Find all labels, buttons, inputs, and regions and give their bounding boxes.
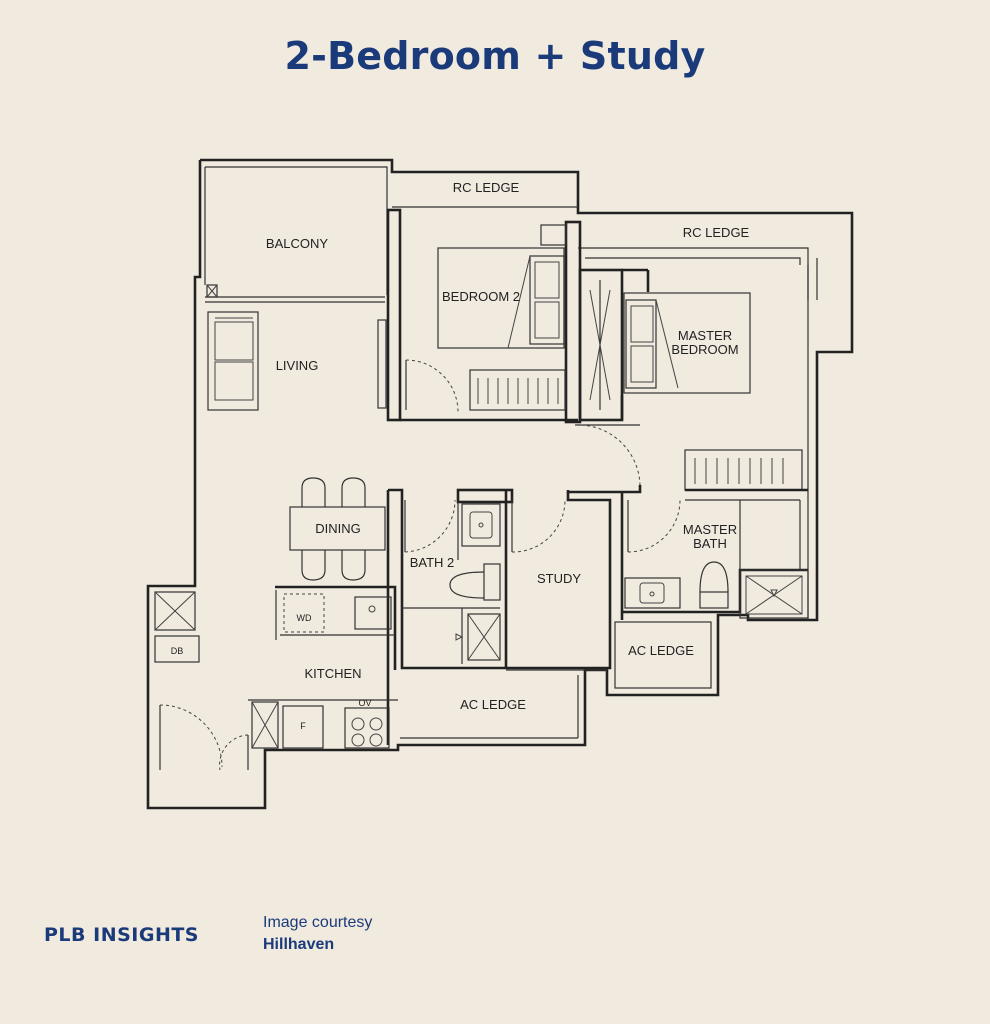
label-ac-ledge-right: AC LEDGE bbox=[628, 643, 694, 658]
image-source: Hillhaven bbox=[263, 936, 335, 953]
master-bedroom-walls bbox=[578, 265, 809, 620]
bath-2-walls bbox=[386, 488, 514, 745]
bath-2-door bbox=[404, 499, 456, 553]
kitchen-store-cabinet bbox=[251, 701, 279, 749]
living-sofa bbox=[207, 311, 259, 411]
master-bath-toilet bbox=[699, 561, 729, 609]
bedroom-2-wardrobe bbox=[469, 369, 566, 411]
master-bath-basin bbox=[624, 577, 681, 609]
kitchen-walls bbox=[248, 585, 398, 701]
bath-2-basin bbox=[461, 503, 501, 547]
label-bedroom-2: BEDROOM 2 bbox=[442, 289, 520, 304]
label-living: LIVING bbox=[276, 358, 319, 373]
label-master-bedroom-line1: MASTER bbox=[678, 328, 732, 343]
label-master-bedroom-line2: BEDROOM bbox=[671, 342, 738, 357]
master-bed bbox=[623, 292, 751, 394]
image-courtesy-label: Image courtesy bbox=[263, 914, 373, 931]
study-walls bbox=[506, 492, 612, 671]
rc-ledge-right bbox=[578, 247, 818, 300]
kitchen-sink bbox=[354, 596, 392, 630]
label-kitchen: KITCHEN bbox=[304, 666, 361, 681]
kitchen-oven bbox=[344, 707, 390, 749]
master-bath-shower bbox=[739, 569, 809, 619]
ac-ledge-bottom bbox=[400, 675, 579, 739]
living-tv-console bbox=[377, 319, 387, 409]
label-master-bath-line2: BATH bbox=[693, 536, 727, 551]
kitchen-fridge bbox=[282, 705, 324, 749]
distribution-board bbox=[154, 635, 200, 663]
label-dining: DINING bbox=[315, 521, 361, 536]
balcony-sliding-door bbox=[205, 284, 385, 303]
master-bedroom-door bbox=[574, 424, 641, 489]
master-wardrobe bbox=[684, 449, 803, 491]
label-distribution-board: DB bbox=[171, 646, 184, 656]
bedroom-2-walls bbox=[386, 208, 582, 424]
master-bath-door bbox=[627, 499, 681, 553]
label-study: STUDY bbox=[537, 571, 581, 586]
label-balcony: BALCONY bbox=[266, 236, 328, 251]
bedroom-2-bed bbox=[437, 247, 565, 349]
ac-ledge-right bbox=[614, 621, 712, 689]
label-rc-ledge-top: RC LEDGE bbox=[453, 180, 520, 195]
bath-2-toilet bbox=[449, 563, 501, 601]
label-washer: WD bbox=[297, 613, 312, 623]
page-title: 2-Bedroom + Study bbox=[284, 34, 706, 78]
label-oven: OV bbox=[358, 698, 371, 708]
label-fridge: F bbox=[300, 721, 306, 731]
bath-2-shower bbox=[455, 613, 501, 661]
dining-table bbox=[289, 477, 386, 581]
entrance-door bbox=[159, 704, 249, 771]
label-rc-ledge-right: RC LEDGE bbox=[683, 225, 750, 240]
kitchen-washer bbox=[283, 593, 325, 633]
corridor-walls bbox=[566, 485, 808, 494]
entrance-shelf bbox=[154, 591, 196, 631]
bedroom-2-door bbox=[405, 359, 459, 413]
label-bath-2: BATH 2 bbox=[410, 555, 455, 570]
brand-logo: PLB INSIGHTS bbox=[44, 924, 199, 946]
label-master-bath-line1: MASTER bbox=[683, 522, 737, 537]
label-ac-ledge-bottom: AC LEDGE bbox=[460, 697, 526, 712]
study-door bbox=[511, 498, 566, 553]
master-bath-walls bbox=[620, 492, 808, 620]
